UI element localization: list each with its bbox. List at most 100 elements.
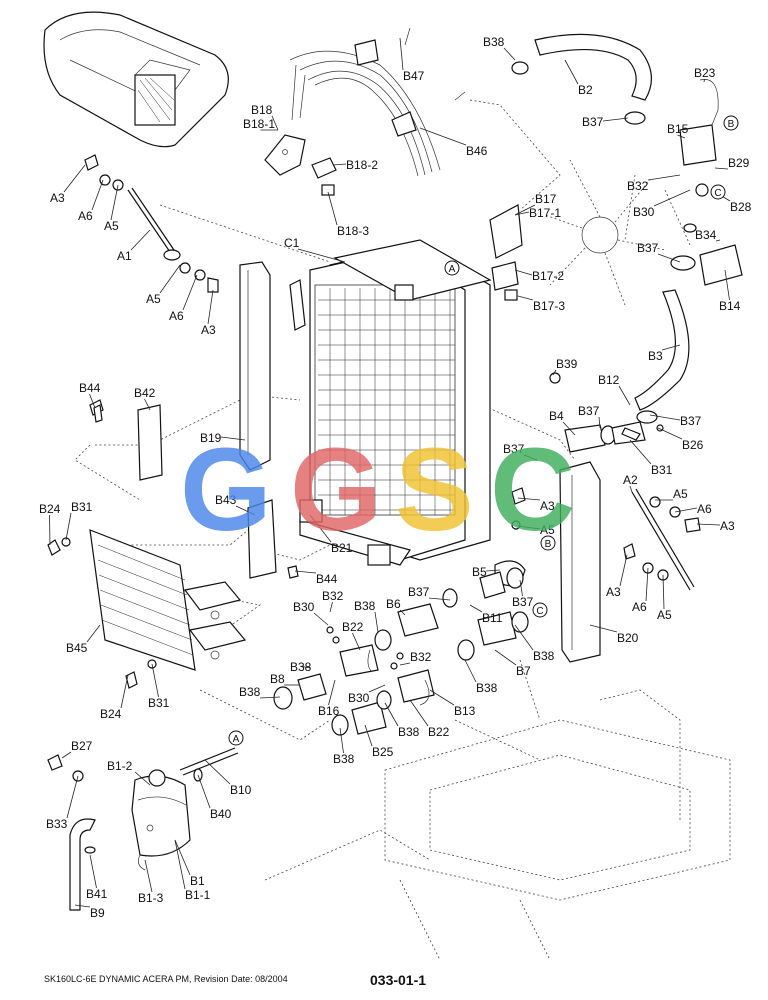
leader-b41 xyxy=(89,854,97,889)
leader-b22-a xyxy=(352,632,361,651)
callout-A-low: A xyxy=(228,730,244,746)
part-label-a3-left: A3 xyxy=(50,191,65,205)
watermark-letter-3: S xyxy=(395,424,474,556)
seal-b20 xyxy=(559,461,601,663)
part-label-b4: B4 xyxy=(549,409,564,423)
part-label-b18-3: B18-3 xyxy=(337,224,369,238)
part-label-a2: A2 xyxy=(623,473,638,487)
part-label-b17-2: B17-2 xyxy=(532,269,564,283)
callout-letter: C xyxy=(714,188,721,199)
leader-b10 xyxy=(204,759,231,785)
leader-b37-d xyxy=(649,414,681,421)
leader-b26 xyxy=(657,427,683,440)
leader-b24-low xyxy=(120,674,129,709)
part-label-b46: B46 xyxy=(466,144,488,158)
leader-b34 xyxy=(715,239,721,242)
part-label-b14: B14 xyxy=(719,299,741,313)
leader-b27 xyxy=(61,751,72,759)
part-label-b44-mid: B44 xyxy=(316,572,338,586)
leader-b38-d xyxy=(259,696,281,699)
part-label-b43: B43 xyxy=(215,493,237,507)
part-label-a5-left: A5 xyxy=(104,219,119,233)
leader-b38-top xyxy=(503,47,516,61)
part-label-b33: B33 xyxy=(46,817,68,831)
leader-b1-3 xyxy=(144,859,153,893)
leader-b9 xyxy=(74,904,91,908)
part-label-b32-low: B32 xyxy=(410,650,432,664)
bracket-b18 xyxy=(264,134,337,196)
part-label-b31-low: B31 xyxy=(148,696,170,710)
leader-b37-g xyxy=(519,579,523,597)
part-label-a5-r: A5 xyxy=(673,487,688,501)
leader-b23 xyxy=(703,78,705,83)
leader-b32-top xyxy=(647,174,681,181)
leader-a3-r xyxy=(517,497,541,501)
callout-letter: A xyxy=(449,264,456,275)
leader-b31-r xyxy=(629,439,652,465)
part-label-b10: B10 xyxy=(230,783,252,797)
leader-b1 xyxy=(174,839,191,876)
leader-b14 xyxy=(724,269,730,301)
page-code: 033-01-1 xyxy=(370,972,427,988)
part-label-b16: B16 xyxy=(318,704,340,718)
part-label-b21: B21 xyxy=(331,541,353,555)
part-label-b40: B40 xyxy=(210,807,232,821)
callout-B-top: B xyxy=(723,115,739,131)
part-label-b38-b: B38 xyxy=(533,649,555,663)
bracket-b43 xyxy=(247,499,391,579)
leader-b37-c xyxy=(598,416,601,429)
part-label-b41: B41 xyxy=(86,887,108,901)
bolts-clamps xyxy=(47,372,664,689)
oil-cooler-b45 xyxy=(89,529,247,671)
leader-a6-r xyxy=(674,507,698,513)
stay-rod-a2 xyxy=(511,487,701,591)
part-label-b7: B7 xyxy=(516,664,531,678)
part-label-b5: B5 xyxy=(472,565,487,579)
leader-b17-2 xyxy=(514,269,533,276)
part-label-a6-r2: A6 xyxy=(632,600,647,614)
leader-b37-f xyxy=(428,597,451,601)
part-label-b22-a: B22 xyxy=(342,620,364,634)
callout-circle xyxy=(540,535,556,551)
part-label-a5-r2: A5 xyxy=(540,523,555,537)
watermark-letter-1: G xyxy=(180,424,272,556)
part-label-b26: B26 xyxy=(682,438,704,452)
leader-a3-left xyxy=(63,164,86,193)
part-label-b38-d: B38 xyxy=(239,685,261,699)
part-label-a3-r: A3 xyxy=(540,499,555,513)
leader-lines xyxy=(49,37,731,908)
part-label-b1: B1 xyxy=(190,874,205,888)
part-label-b28: B28 xyxy=(730,200,752,214)
part-label-a3-left2: A3 xyxy=(201,323,216,337)
part-label-b29: B29 xyxy=(728,156,750,170)
part-label-b1-3: B1-3 xyxy=(138,891,164,905)
leader-b38-e xyxy=(464,659,477,683)
part-label-b20: B20 xyxy=(617,631,639,645)
leader-b31-low xyxy=(151,663,159,698)
leader-b47 xyxy=(399,37,404,71)
part-label-b30-top: B30 xyxy=(633,205,655,219)
leader-b46 xyxy=(419,127,467,146)
part-label-b32-top: B32 xyxy=(627,179,649,193)
part-label-b38-g: B38 xyxy=(333,752,355,766)
callout-C-top: C xyxy=(710,184,726,200)
part-label-b25: B25 xyxy=(372,745,394,759)
leader-b43 xyxy=(235,505,256,516)
part-label-b2: B2 xyxy=(578,83,593,97)
leader-b38-b xyxy=(514,624,534,651)
leader-b17-3 xyxy=(517,295,534,301)
leader-b22-b xyxy=(409,699,429,727)
hose-couplings xyxy=(273,560,529,736)
leader-b17 xyxy=(514,204,536,216)
part-label-b24-low: B24 xyxy=(100,707,122,721)
part-label-b1-2: B1-2 xyxy=(107,759,133,773)
leader-a6-r2 xyxy=(645,567,649,602)
leader-a6-left2 xyxy=(182,274,198,311)
callout-circle xyxy=(444,260,460,276)
leader-b40 xyxy=(197,774,211,809)
part-label-b37-e: B37 xyxy=(503,442,525,456)
leader-b37-a xyxy=(602,117,629,122)
radiator-c1 xyxy=(289,239,492,566)
part-label-b22-b: B22 xyxy=(428,725,450,739)
